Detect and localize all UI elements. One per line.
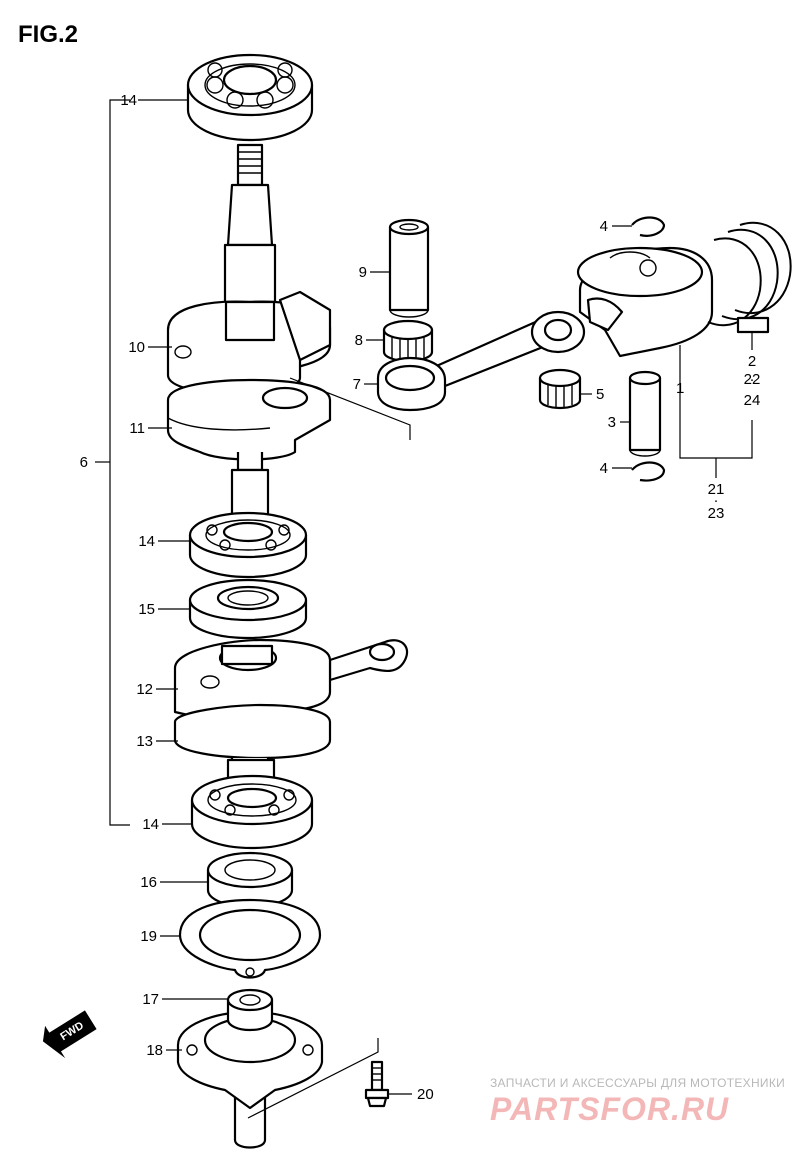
callout-2: 2 bbox=[748, 353, 756, 370]
callout-7: 7 bbox=[353, 376, 361, 393]
bushing-17 bbox=[226, 988, 274, 1032]
callout-20: 20 bbox=[417, 1086, 434, 1103]
callout-23: 23 bbox=[708, 505, 725, 522]
callout-9: 9 bbox=[359, 264, 367, 281]
piston-pin-3 bbox=[628, 370, 662, 457]
lower-crank-web-12 bbox=[173, 638, 409, 722]
watermark-logo: PARTSFOR.RU bbox=[490, 1091, 729, 1127]
callout-14-bottom: 14 bbox=[142, 816, 159, 833]
lower-crank-web-13 bbox=[173, 703, 332, 784]
circlip-4-lower bbox=[631, 461, 666, 482]
upper-crank-web-10 bbox=[166, 290, 332, 397]
middle-shaft bbox=[230, 468, 270, 520]
oil-seal-16 bbox=[206, 851, 294, 909]
connecting-rod-7 bbox=[376, 310, 586, 412]
callout-21: 21 bbox=[708, 481, 725, 498]
bolt-20 bbox=[364, 1060, 390, 1108]
circlip-4-upper bbox=[631, 216, 666, 237]
piston-rings bbox=[707, 221, 792, 334]
labyrinth-seal-15 bbox=[188, 578, 308, 640]
leader-lines bbox=[138, 99, 753, 1119]
fwd-direction-badge: FWD bbox=[42, 1010, 97, 1059]
middle-ball-bearing bbox=[188, 511, 308, 579]
assembly-bracket bbox=[95, 99, 130, 826]
callout-11: 11 bbox=[129, 420, 145, 437]
callout-19: 19 bbox=[140, 928, 157, 945]
callout-labels: 14 9 8 7 10 11 6 14 15 12 13 14 16 19 17… bbox=[80, 92, 761, 1103]
callout-17: 17 bbox=[142, 991, 159, 1008]
callout-10: 10 bbox=[128, 339, 145, 356]
svg-text:·: · bbox=[714, 492, 719, 509]
watermark: ЗАПЧАСТИ И АКСЕССУАРЫ ДЛЯ МОТОТЕХНИКИ PA… bbox=[490, 1076, 785, 1127]
callout-24: 24 bbox=[744, 392, 761, 409]
lower-bearing-housing-18 bbox=[176, 1010, 324, 1149]
callout-18: 18 bbox=[146, 1042, 163, 1059]
callout-4-upper: 4 bbox=[600, 218, 608, 235]
svg-text:·: · bbox=[750, 371, 755, 388]
callout-14-top: 14 bbox=[120, 92, 137, 109]
piston-1 bbox=[576, 246, 714, 358]
needle-bearing-5 bbox=[538, 368, 582, 410]
piston-pin-9 bbox=[388, 218, 430, 318]
watermark-caption: ЗАПЧАСТИ И АКСЕССУАРЫ ДЛЯ МОТОТЕХНИКИ bbox=[490, 1076, 785, 1090]
callout-13: 13 bbox=[136, 733, 153, 750]
callout-16: 16 bbox=[140, 874, 157, 891]
lower-ball-bearing bbox=[190, 774, 314, 850]
callout-6: 6 bbox=[80, 454, 88, 471]
callout-14-middle: 14 bbox=[138, 533, 155, 550]
figure-title: FIG.2 bbox=[18, 21, 78, 48]
callout-22: 22 bbox=[744, 371, 761, 388]
callout-8: 8 bbox=[355, 332, 363, 349]
crank-web-11 bbox=[166, 378, 332, 472]
top-ball-bearing bbox=[186, 53, 314, 142]
callout-4-lower: 4 bbox=[600, 460, 608, 477]
needle-bearing-8 bbox=[382, 319, 434, 363]
gasket-19 bbox=[178, 898, 322, 979]
callout-12: 12 bbox=[136, 681, 153, 698]
callout-1: 1 bbox=[676, 380, 684, 397]
callout-3: 3 bbox=[608, 414, 616, 431]
callout-15: 15 bbox=[138, 601, 155, 618]
callout-5: 5 bbox=[596, 386, 604, 403]
